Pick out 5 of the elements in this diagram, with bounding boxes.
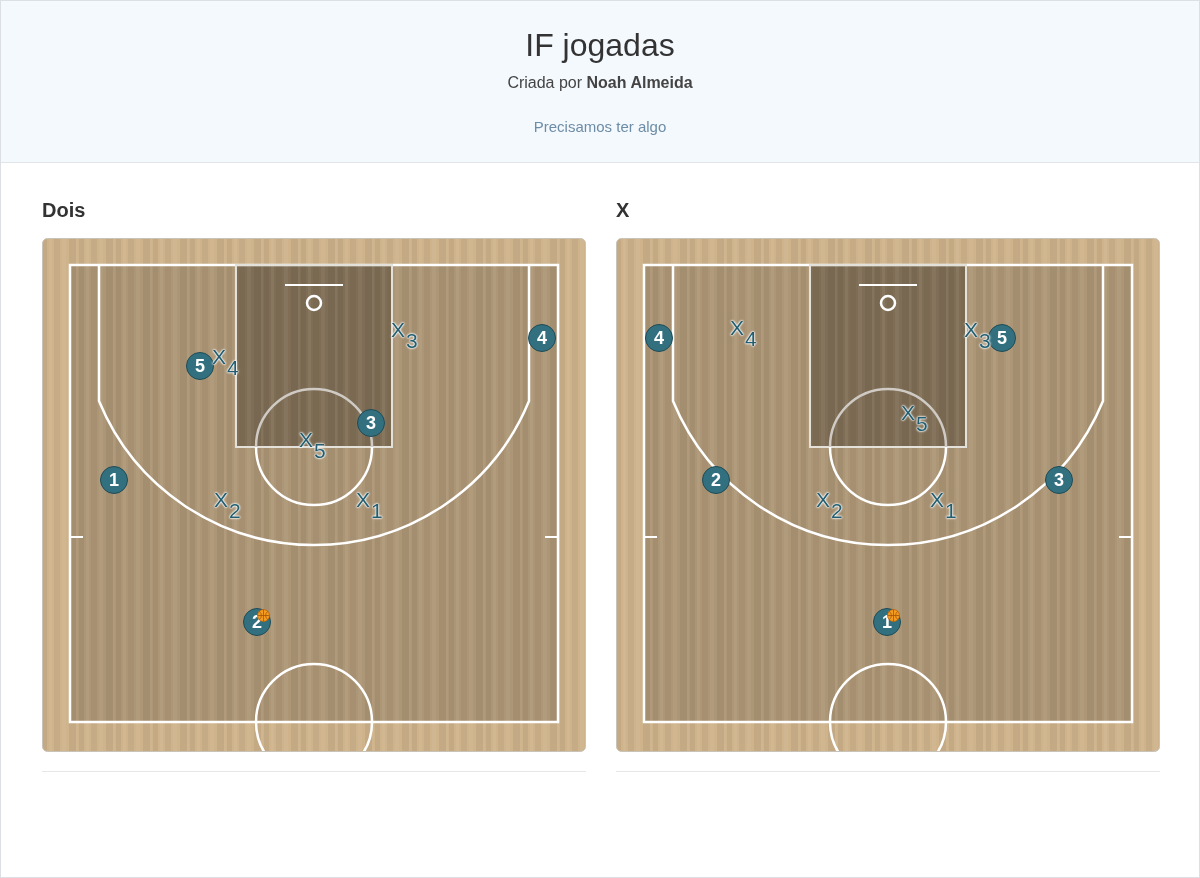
play-heading: Dois: [42, 198, 86, 223]
description-text: Precisamos ter algo: [532, 117, 668, 137]
author-line: Criada por Noah Almeida: [506, 73, 694, 93]
play-heading: X: [616, 198, 630, 223]
page-title: IF jogadas: [524, 26, 676, 65]
